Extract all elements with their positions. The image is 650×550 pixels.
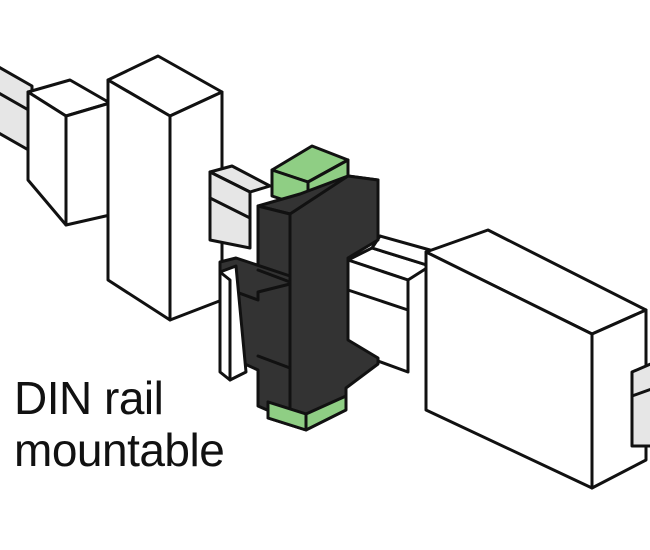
- left-module: [26, 78, 112, 227]
- caption-line-1: DIN rail: [14, 372, 164, 424]
- right-module: [424, 228, 648, 490]
- din-device: [218, 174, 380, 422]
- rail-segment-middle: [208, 164, 272, 250]
- caption-line-2: mountable: [14, 424, 225, 476]
- bottom-connector: [266, 394, 348, 432]
- rail-segment-far-right: [630, 362, 650, 448]
- left-tall-module: [106, 54, 224, 322]
- caption: DIN rail mountable: [14, 372, 225, 476]
